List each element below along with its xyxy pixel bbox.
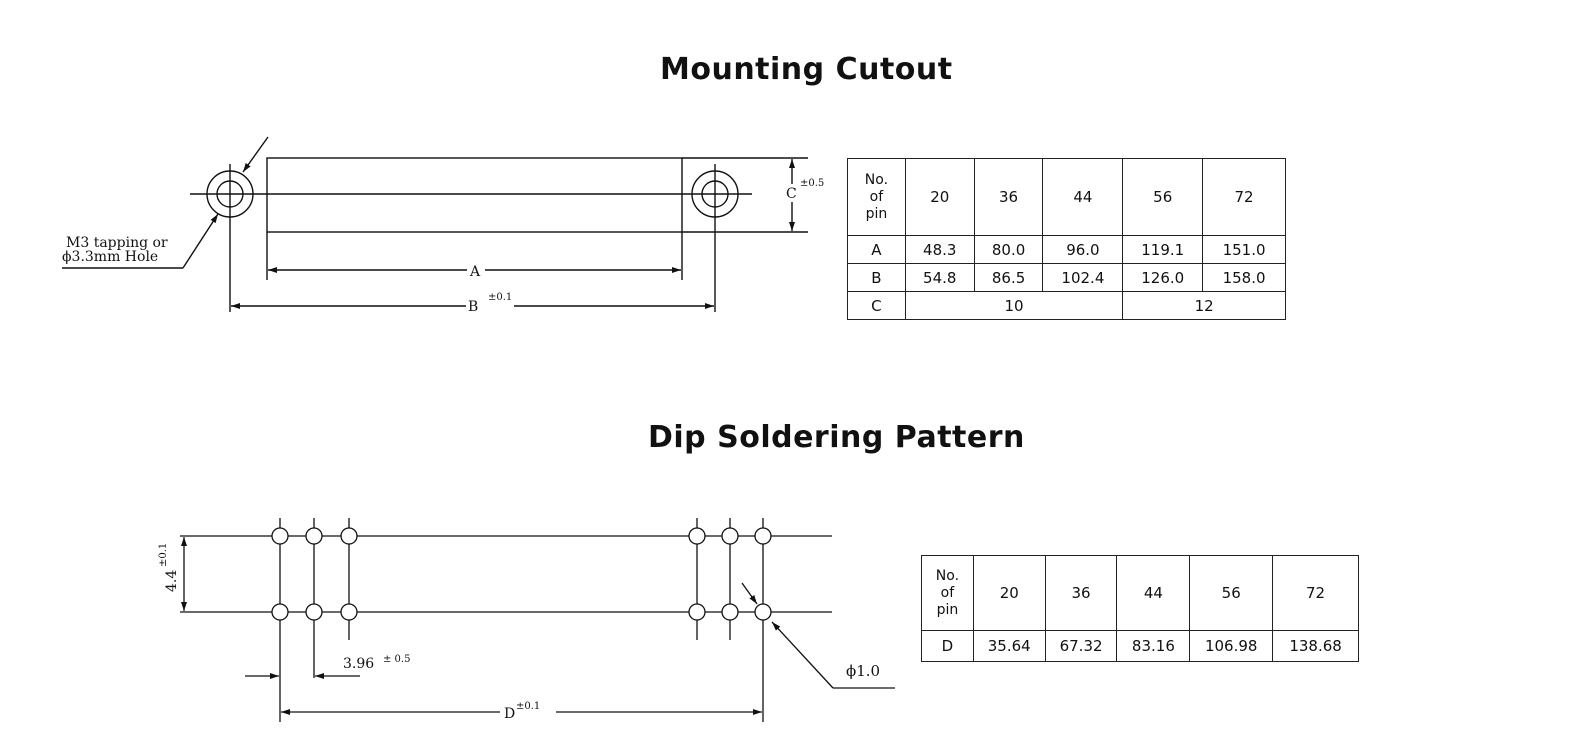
pin-hole bbox=[340, 603, 358, 621]
pin-count-cell: 36 bbox=[1044, 555, 1118, 631]
value-cell: 86.5 bbox=[973, 263, 1044, 292]
table-row: A 48.3 80.0 96.0 119.1 151.0 bbox=[847, 235, 1286, 264]
row-label-cell: C bbox=[847, 291, 906, 320]
row-label-cell: D bbox=[921, 630, 974, 662]
hole-note-line2: ϕ3.3mm Hole bbox=[62, 249, 158, 265]
pin-hole bbox=[305, 527, 323, 545]
mounting-cutout-drawing bbox=[62, 136, 808, 312]
pin-hole bbox=[688, 603, 706, 621]
pitch-label: 3.96 bbox=[343, 656, 374, 672]
mounting-cutout-title: Mounting Cutout bbox=[660, 52, 953, 87]
dim-d-label: D bbox=[504, 706, 515, 722]
pin-hole bbox=[271, 527, 289, 545]
cutout-slot bbox=[266, 157, 683, 233]
pin-count-cell: 56 bbox=[1122, 158, 1204, 236]
pin-count-cell: 20 bbox=[972, 555, 1046, 631]
pin-hole bbox=[271, 603, 289, 621]
pin-hole bbox=[721, 527, 739, 545]
value-cell: 67.32 bbox=[1044, 630, 1118, 662]
value-cell: 138.68 bbox=[1272, 630, 1359, 662]
dim-c-tolerance: ±0.5 bbox=[800, 178, 824, 189]
pin-count-cell: 72 bbox=[1272, 555, 1359, 631]
table-row: B 54.8 86.5 102.4 126.0 158.0 bbox=[847, 263, 1286, 292]
value-cell: 12 bbox=[1122, 291, 1286, 320]
pitch-tolerance: ± 0.5 bbox=[383, 654, 410, 665]
pin-count-cell: 72 bbox=[1202, 158, 1286, 236]
value-cell: 102.4 bbox=[1042, 263, 1124, 292]
dim-vertical-tolerance: ±0.1 bbox=[158, 543, 169, 567]
table-row: C 10 12 bbox=[847, 291, 1286, 320]
mounting-dimensions-table: No. of pin 20 36 44 56 72 A 48.3 80.0 96… bbox=[847, 158, 1286, 320]
hole-note-line1: M3 tapping or bbox=[66, 235, 168, 251]
dim-a-label: A bbox=[469, 264, 481, 280]
dim-b-label: B bbox=[468, 299, 478, 315]
pin-hole bbox=[754, 527, 772, 545]
value-cell: 96.0 bbox=[1042, 235, 1124, 264]
pin-count-cell: 44 bbox=[1042, 158, 1124, 236]
value-cell: 35.64 bbox=[972, 630, 1046, 662]
dip-soldering-title: Dip Soldering Pattern bbox=[648, 420, 1025, 455]
table-header-cell: No. of pin bbox=[921, 555, 974, 631]
dim-vertical-label: 4.4 bbox=[164, 570, 180, 592]
table-row: D 35.64 67.32 83.16 106.98 138.68 bbox=[921, 630, 1359, 662]
dim-c-label: C bbox=[786, 186, 797, 202]
value-cell: 80.0 bbox=[973, 235, 1044, 264]
pin-hole bbox=[688, 527, 706, 545]
pin-hole bbox=[305, 603, 323, 621]
value-cell: 48.3 bbox=[904, 235, 975, 264]
table-header-cell: No. of pin bbox=[847, 158, 906, 236]
dim-b-tolerance: ±0.1 bbox=[488, 292, 512, 303]
pin-hole bbox=[340, 527, 358, 545]
pin-count-cell: 20 bbox=[904, 158, 975, 236]
dip-soldering-drawing bbox=[180, 518, 895, 722]
value-cell: 126.0 bbox=[1122, 263, 1204, 292]
value-cell: 158.0 bbox=[1202, 263, 1286, 292]
pin-count-cell: 36 bbox=[973, 158, 1044, 236]
value-cell: 151.0 bbox=[1202, 235, 1286, 264]
pin-hole bbox=[721, 603, 739, 621]
value-cell: 83.16 bbox=[1116, 630, 1191, 662]
row-label-cell: B bbox=[847, 263, 906, 292]
hole-diameter-label: ϕ1.0 bbox=[846, 662, 880, 680]
value-cell: 54.8 bbox=[904, 263, 975, 292]
pin-count-cell: 44 bbox=[1116, 555, 1191, 631]
dim-d-tolerance: ±0.1 bbox=[516, 701, 540, 712]
value-cell: 119.1 bbox=[1122, 235, 1204, 264]
row-label-cell: A bbox=[847, 235, 906, 264]
pin-count-cell: 56 bbox=[1189, 555, 1274, 631]
value-cell: 106.98 bbox=[1189, 630, 1274, 662]
dip-dimensions-table: No. of pin 20 36 44 56 72 D 35.64 67.32 … bbox=[921, 555, 1359, 662]
pin-hole bbox=[754, 603, 772, 621]
value-cell: 10 bbox=[904, 291, 1124, 320]
